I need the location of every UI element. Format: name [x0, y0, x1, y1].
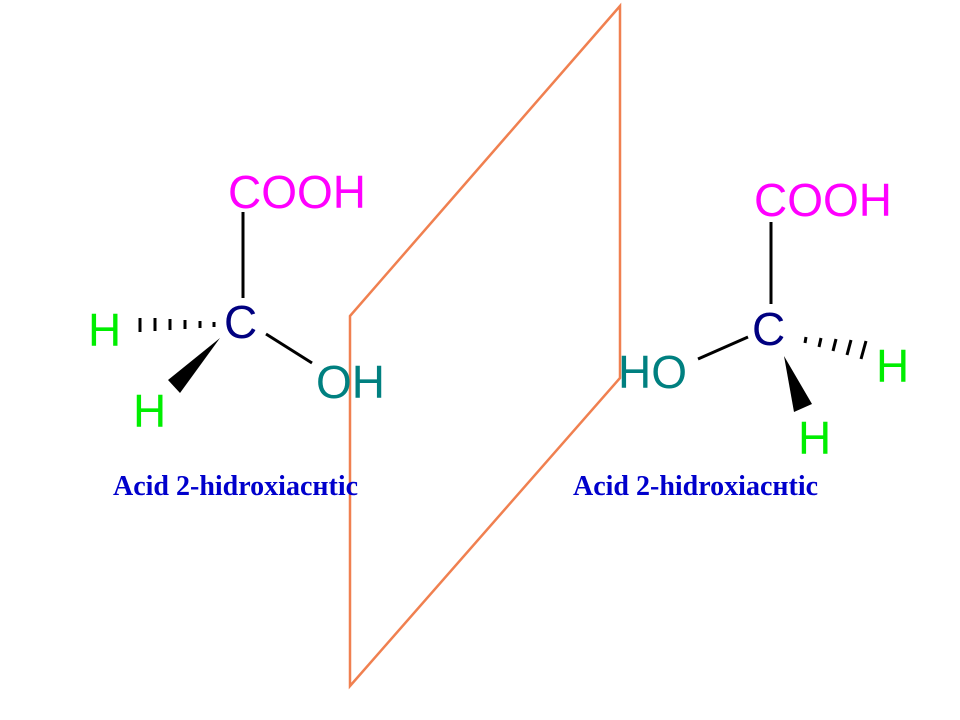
dashed-bond-c-h — [138, 318, 216, 332]
right-cooh-label: COOH — [754, 174, 892, 226]
right-molecule: COOH C H H HO Acid 2-hidroxiacнtic — [573, 174, 909, 502]
bond-c-ho — [697, 335, 749, 361]
left-h-dashed-label: H — [88, 304, 121, 356]
left-molecule: COOH C H H OH Acid 2-hidroxiacнtic — [88, 166, 385, 502]
left-oh-label: OH — [316, 356, 385, 408]
right-caption: Acid 2-hidroxiacнtic — [573, 471, 818, 502]
wedge-bond-c-h — [168, 338, 220, 393]
left-h-wedge-label: H — [133, 385, 166, 437]
dashed-bond-c-h — [803, 336, 868, 360]
left-cooh-label: COOH — [228, 166, 366, 218]
wedge-bond-c-h — [784, 356, 812, 412]
right-h-wedge-label: H — [798, 412, 831, 464]
bond-c-oh — [265, 332, 313, 365]
right-carbon-label: C — [752, 303, 785, 355]
left-caption: Acid 2-hidroxiacнtic — [113, 471, 358, 502]
right-ho-label: HO — [618, 346, 687, 398]
left-carbon-label: C — [224, 296, 257, 348]
right-h-dashed-label: H — [876, 340, 909, 392]
mirror-plane — [348, 2, 622, 690]
